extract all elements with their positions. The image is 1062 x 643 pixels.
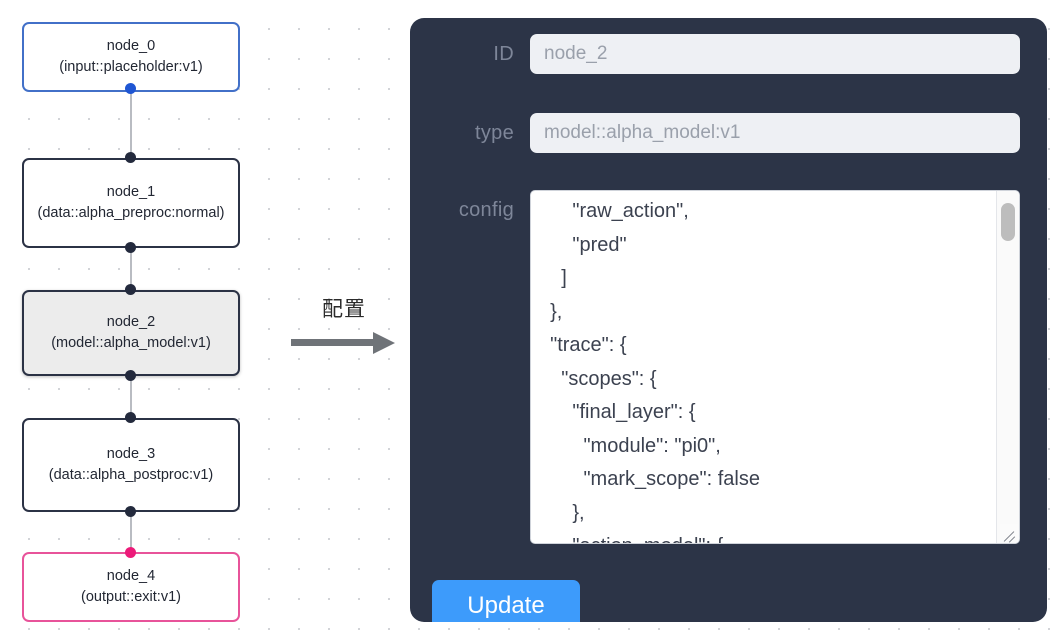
flow-node-node_2-target-handle[interactable] bbox=[125, 284, 136, 295]
flow-node-node_3-source-handle[interactable] bbox=[125, 506, 136, 517]
flow-node-node_3-title: node_3 bbox=[106, 446, 156, 462]
flow-node-node_1-target-handle[interactable] bbox=[125, 152, 136, 163]
config-resize-handle[interactable] bbox=[1000, 524, 1018, 542]
config-field-label: config bbox=[458, 199, 514, 221]
flow-node-node_4[interactable]: node_4 (output::exit:v1) bbox=[22, 552, 240, 622]
flow-node-node_2-title: node_2 bbox=[106, 314, 156, 330]
flow-node-node_2-source-handle[interactable] bbox=[125, 370, 136, 381]
config-textarea[interactable]: "raw_action", "pred" ] }, "trace": { "sc… bbox=[550, 200, 760, 543]
flow-node-node_1-source-handle[interactable] bbox=[125, 242, 136, 253]
flow-node-node_4-target-handle[interactable] bbox=[125, 547, 136, 558]
flow-node-node_1-title: node_1 bbox=[106, 184, 156, 200]
flow-node-node_2-text: node_2 (model::alpha_model:v1) bbox=[32, 312, 230, 354]
annotation-label: 配置 bbox=[322, 297, 366, 321]
edge-node1-node2 bbox=[130, 248, 132, 290]
id-field-row: ID bbox=[410, 34, 1047, 74]
flow-node-node_3[interactable]: node_3 (data::alpha_postproc:v1) bbox=[22, 418, 240, 512]
type-field-label: type bbox=[474, 121, 514, 144]
config-textarea-shell: "raw_action", "pred" ] }, "trace": { "sc… bbox=[530, 190, 1020, 544]
flow-node-node_4-subtitle: (output::exit:v1) bbox=[81, 589, 181, 605]
flow-node-node_1-subtitle: (data::alpha_preproc:normal) bbox=[37, 205, 225, 221]
edge-node3-node4 bbox=[130, 512, 132, 552]
edge-node0-node1 bbox=[130, 88, 132, 158]
flow-node-node_2[interactable]: node_2 (model::alpha_model:v1) bbox=[22, 290, 240, 376]
flow-node-node_0-subtitle: (input::placeholder:v1) bbox=[59, 59, 203, 75]
node-config-panel: ID type config "raw_action", "pred" ] },… bbox=[410, 18, 1047, 622]
edge-node2-node3 bbox=[130, 376, 132, 418]
flow-node-node_1-text: node_1 (data::alpha_preproc:normal) bbox=[32, 182, 230, 224]
type-field-row: type bbox=[410, 113, 1047, 153]
id-field-label: ID bbox=[493, 42, 514, 65]
flow-node-node_0[interactable]: node_0 (input::placeholder:v1) bbox=[22, 22, 240, 92]
config-scrollbar[interactable] bbox=[996, 191, 1019, 543]
flow-node-node_4-text: node_4 (output::exit:v1) bbox=[32, 566, 230, 608]
flow-node-node_0-text: node_0 (input::placeholder:v1) bbox=[32, 36, 230, 78]
flow-node-node_3-text: node_3 (data::alpha_postproc:v1) bbox=[32, 444, 230, 486]
annotation-arrow-icon bbox=[291, 330, 397, 356]
id-input[interactable] bbox=[530, 34, 1020, 74]
config-field-row: config "raw_action", "pred" ] }, "trace"… bbox=[410, 190, 1047, 544]
config-scrollbar-thumb[interactable] bbox=[1001, 203, 1015, 241]
flow-node-node_4-title: node_4 bbox=[106, 568, 156, 584]
annotation-group: 配置 bbox=[289, 296, 399, 362]
flow-node-node_0-source-handle[interactable] bbox=[125, 83, 136, 94]
flow-node-node_3-target-handle[interactable] bbox=[125, 412, 136, 423]
flow-node-node_0-title: node_0 bbox=[106, 38, 156, 54]
flow-node-node_1[interactable]: node_1 (data::alpha_preproc:normal) bbox=[22, 158, 240, 248]
flow-node-node_2-subtitle: (model::alpha_model:v1) bbox=[51, 335, 211, 351]
flow-node-node_3-subtitle: (data::alpha_postproc:v1) bbox=[48, 467, 214, 483]
type-input[interactable] bbox=[530, 113, 1020, 153]
update-button[interactable]: Update bbox=[432, 580, 580, 622]
